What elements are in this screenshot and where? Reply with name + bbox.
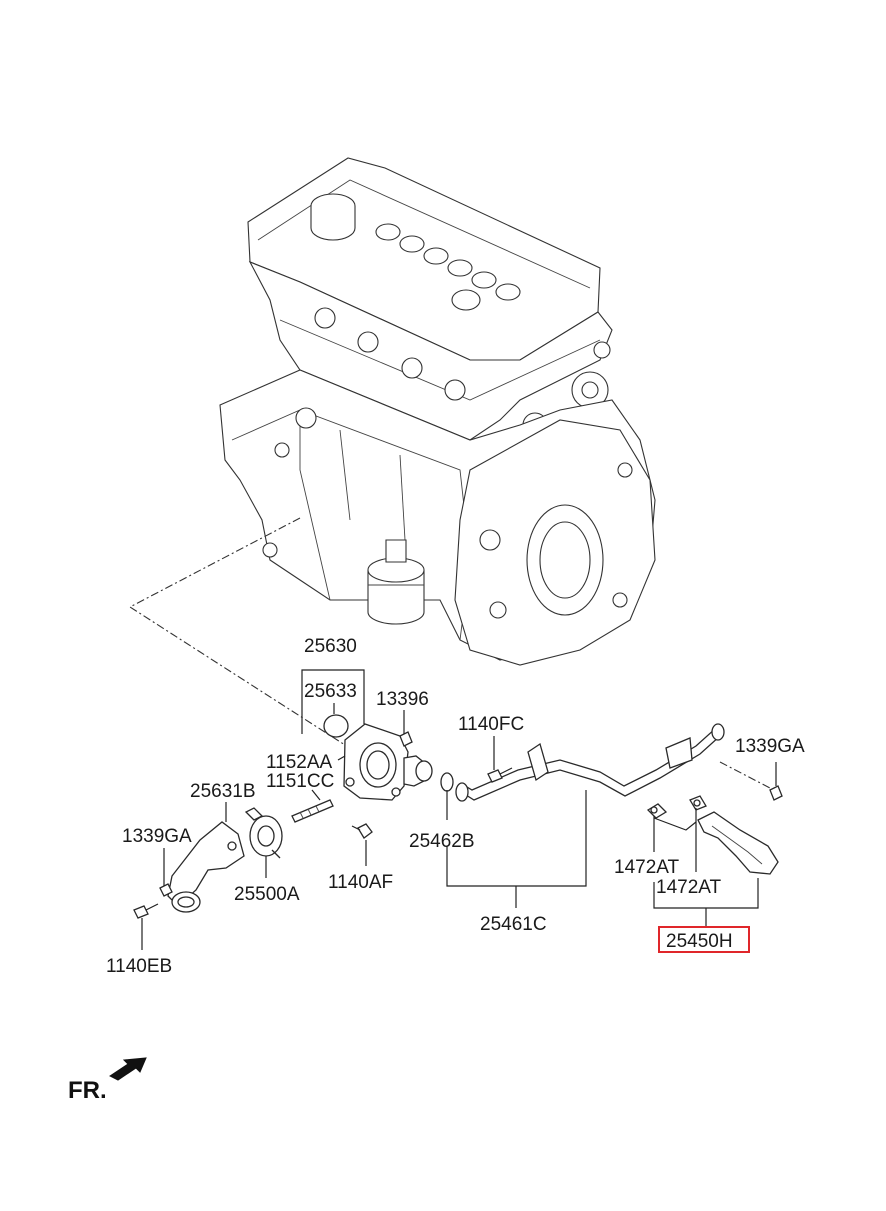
highlight-box-25450h xyxy=(658,926,750,953)
label-1140af: 1140AF xyxy=(328,872,393,893)
hose-clamp-1472at-b xyxy=(689,795,707,811)
label-25631b: 25631B xyxy=(190,781,256,802)
water-pipe-25461c xyxy=(455,723,725,802)
label-25462b: 25462B xyxy=(409,831,475,852)
label-1472at-b: 1472AT xyxy=(656,877,722,898)
thermostat-housing xyxy=(343,723,433,801)
label-1339ga-right: 1339GA xyxy=(735,736,805,757)
stud-1151cc xyxy=(291,799,334,823)
front-label: FR. xyxy=(68,1077,107,1104)
label-25450h: 25450H xyxy=(666,931,733,952)
label-1151cc: 1151CC xyxy=(266,771,334,792)
hose-25450h xyxy=(697,811,779,875)
bolt-13396 xyxy=(399,731,413,747)
label-25633: 25633 xyxy=(304,681,357,702)
front-arrow-icon xyxy=(109,1057,147,1081)
o-ring-25633 xyxy=(323,714,349,738)
hose-clamp-1472at-a xyxy=(646,803,668,819)
bolt-1140fc xyxy=(487,767,513,783)
label-13396: 13396 xyxy=(376,689,429,710)
engine-assembly xyxy=(219,157,656,666)
label-1472at-a: 1472AT xyxy=(614,857,680,878)
leader-lines xyxy=(141,669,777,950)
label-1140eb: 1140EB xyxy=(106,956,172,977)
thermostat-25500a xyxy=(244,807,283,859)
bolt-1339ga-left xyxy=(159,883,173,897)
o-ring-25462b xyxy=(440,772,454,792)
label-1339ga-left: 1339GA xyxy=(122,826,192,847)
label-25630: 25630 xyxy=(304,636,357,657)
bolt-1339ga-right xyxy=(769,785,783,801)
label-25500a: 25500A xyxy=(234,884,300,905)
label-1152aa: 1152AA xyxy=(266,752,333,773)
bolt-1140af xyxy=(351,823,373,839)
bolt-1339ga-right-leader xyxy=(719,761,771,789)
label-25461c: 25461C xyxy=(480,914,547,935)
camshaft-lobes xyxy=(375,223,521,301)
front-direction-indicator: FR. xyxy=(68,1057,147,1104)
bolt-1140eb xyxy=(133,903,159,919)
label-1140fc: 1140FC xyxy=(458,714,524,735)
water-inlet-fitting-25631b xyxy=(167,821,245,913)
